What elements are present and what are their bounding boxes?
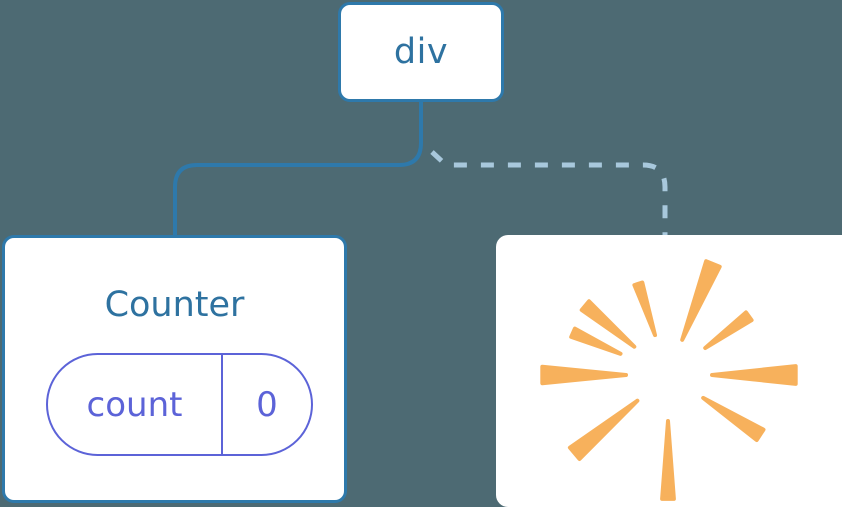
edge-div-to-burst [430, 150, 668, 236]
node-counter-label: Counter [104, 285, 245, 325]
burst-ray-7 [660, 419, 676, 501]
sparkle-burst-icon [540, 259, 798, 501]
burst-ray-6 [701, 395, 766, 442]
node-burst[interactable] [496, 235, 842, 507]
burst-ray-5 [710, 364, 798, 386]
node-div[interactable]: div [338, 2, 504, 102]
burst-ray-9 [569, 326, 623, 356]
burst-ray-8 [567, 398, 640, 461]
state-value-label: 0 [256, 384, 278, 425]
burst-ray-0 [680, 259, 722, 342]
node-div-label: div [393, 31, 449, 72]
state-value-cell: 0 [223, 355, 311, 454]
burst-ray-1 [703, 310, 754, 350]
state-key-cell: count [48, 355, 223, 454]
state-key-label: count [86, 384, 183, 425]
state-pill-count[interactable]: count 0 [46, 353, 313, 456]
burst-ray-4 [540, 364, 628, 386]
burst-ray-3 [579, 299, 637, 349]
edge-div-to-counter [173, 99, 423, 238]
burst-ray-2 [632, 280, 657, 338]
node-counter[interactable]: Counter count 0 [2, 235, 347, 503]
